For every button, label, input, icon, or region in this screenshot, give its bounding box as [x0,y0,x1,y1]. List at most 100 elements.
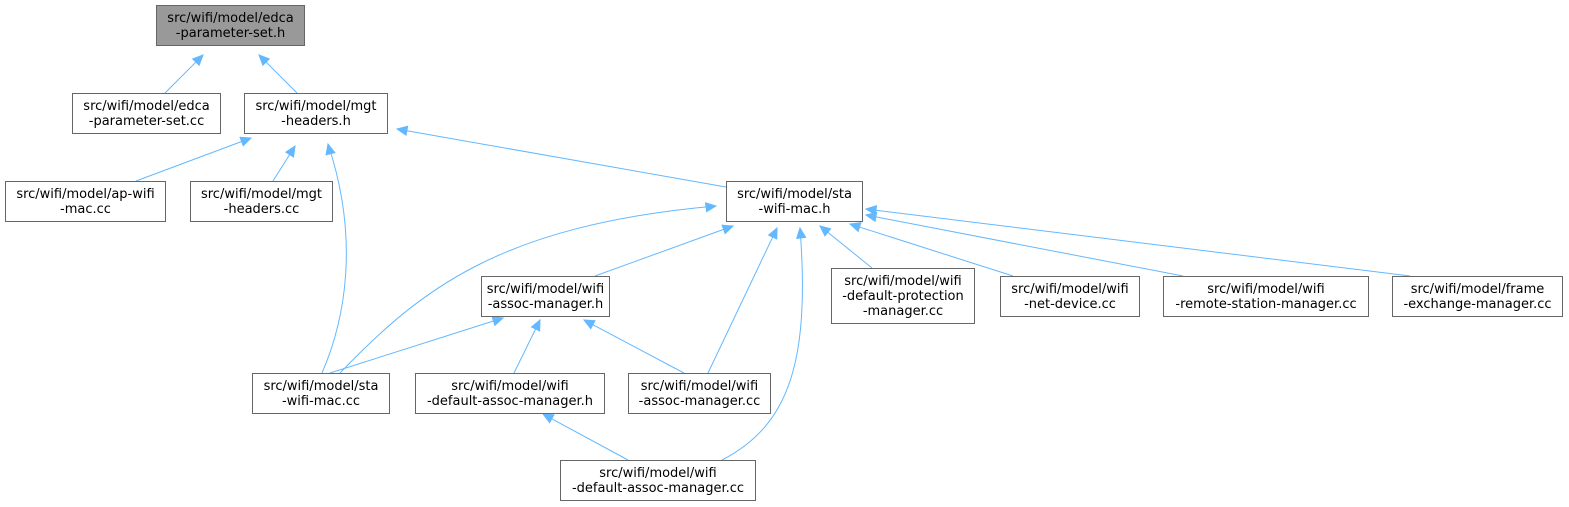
arrow-head [819,225,832,237]
node-ap-cc[interactable]: src/wifi/model/ap-wifi-mac.cc [5,181,166,222]
node-defassoc-h[interactable]: src/wifi/model/wifi-default-assoc-manage… [415,373,605,414]
arrow-head [325,142,336,156]
edge-line [592,324,685,374]
node-netdev-cc[interactable]: src/wifi/model/wifi-net-device.cc [1000,276,1140,317]
arrow-head [767,226,778,240]
node-rsm-cc[interactable]: src/wifi/model/wifi-remote-station-manag… [1163,276,1369,317]
edge-defprot_cc-to-sta_h [819,225,873,269]
node-label-line: src/wifi/model/wifi [1011,282,1128,297]
edge-line [707,236,774,374]
node-box [628,373,771,414]
arrow-head [541,413,555,424]
edge-rsm_cc-to-sta_h [864,211,1184,277]
node-label-line: -net-device.cc [1024,297,1116,312]
node-mgt-cc[interactable]: src/wifi/model/mgt-headers.cc [190,181,333,222]
edge-edca_cc-to-edca_h [164,54,204,94]
arrow-head [721,224,735,235]
edge-line [875,216,1184,277]
edge-line [135,141,242,182]
edge-mgt_cc-to-mgt_h [272,144,296,182]
edge-line [329,320,494,374]
node-box [156,5,305,46]
arrow-head [864,205,878,216]
node-box [415,373,605,414]
node-box [1163,276,1369,317]
node-label-line: -headers.cc [224,202,300,217]
arrow-head [239,136,253,147]
node-defassoc-cc[interactable]: src/wifi/model/wifi-default-assoc-manage… [560,460,756,501]
node-box [560,460,756,501]
node-label-line: -parameter-set.h [176,26,285,41]
edge-defassoc_cc-to-sta_h [721,226,807,461]
node-box [5,181,166,222]
node-defprot-cc[interactable]: src/wifi/model/wifi-default-protection-m… [831,268,975,324]
node-box [1000,276,1140,317]
node-label-line: -default-assoc-manager.cc [572,481,744,496]
edge-line [321,143,347,374]
node-edca-cc[interactable]: src/wifi/model/edca-parameter-set.cc [72,93,221,134]
node-label-line: -headers.h [281,114,351,129]
edge-assoc_cc-to-assoc_h [582,319,685,374]
edge-netdev_cc-to-sta_h [848,222,1014,277]
node-assoc-cc[interactable]: src/wifi/model/wifi-assoc-manager.cc [628,373,771,414]
node-edca-h[interactable]: src/wifi/model/edca-parameter-set.h [156,5,305,46]
node-label-line: -exchange-manager.cc [1403,297,1551,312]
node-label-line: -assoc-manager.cc [639,394,761,409]
arrow-head [258,54,271,67]
node-label-line: src/wifi/model/edca [83,99,209,114]
node-label-line: -default-assoc-manager.h [427,394,593,409]
edge-assoc_h-to-sta_h [594,224,735,277]
node-label-line: -parameter-set.cc [89,114,204,129]
edge-defassoc_cc-to-defassoc_h [541,413,629,461]
node-box [481,276,610,317]
arrow-head [284,144,296,158]
node-label-line: src/wifi/model/wifi [451,379,568,394]
node-fem-cc[interactable]: src/wifi/model/frame-exchange-manager.cc [1392,276,1563,317]
edge-line [875,209,1411,277]
edge-sta_h-to-mgt_h [395,125,727,188]
edge-line [551,418,629,461]
node-label-line: src/wifi/model/edca [167,11,293,26]
arrow-head [191,54,204,67]
edge-line [594,228,724,277]
node-sta-h[interactable]: src/wifi/model/sta-wifi-mac.h [726,181,863,222]
edges-layer [135,54,1411,461]
edge-line [859,226,1014,277]
node-label-line: src/wifi/model/wifi [641,379,758,394]
node-mgt-h[interactable]: src/wifi/model/mgt-headers.h [244,93,388,134]
node-label-line: src/wifi/model/mgt [201,187,322,202]
node-sta-cc[interactable]: src/wifi/model/sta-wifi-mac.cc [252,373,390,414]
node-label-line: -wifi-mac.cc [282,394,360,409]
node-box [244,93,388,134]
arrow-head [395,125,409,137]
node-label-line: src/wifi/model/mgt [255,99,376,114]
nodes-layer: src/wifi/model/edca-parameter-set.hsrc/w… [5,5,1563,501]
node-assoc-h[interactable]: src/wifi/model/wifi-assoc-manager.h [481,276,610,317]
arrow-head [491,316,505,327]
node-box [72,93,221,134]
node-label-line: src/wifi/model/frame [1411,282,1545,297]
node-box [831,268,975,324]
node-label-line: src/wifi/model/wifi [487,282,604,297]
edge-defassoc_h-to-assoc_h [513,318,541,374]
edge-sta_cc-to-sta_h [339,202,718,374]
node-label-line: -wifi-mac.h [759,202,831,217]
edge-mgt_h-to-edca_h [258,54,298,94]
node-label-line: src/wifi/model/sta [264,379,379,394]
edge-line [339,205,717,374]
node-label-line: src/wifi/model/ap-wifi [16,187,154,202]
node-box [1392,276,1563,317]
node-box [726,181,863,222]
node-label-line: -remote-station-manager.cc [1175,297,1356,312]
edge-line [265,61,298,94]
arrow-head [848,222,862,233]
node-label-line: src/wifi/model/wifi [844,274,961,289]
node-label-line: -manager.cc [863,304,943,319]
arrow-head [704,202,718,213]
edge-ap_cc-to-mgt_h [135,136,253,182]
node-box [190,181,333,222]
node-box [252,373,390,414]
edge-line [513,328,537,374]
edge-fem_cc-to-sta_h [864,205,1411,277]
